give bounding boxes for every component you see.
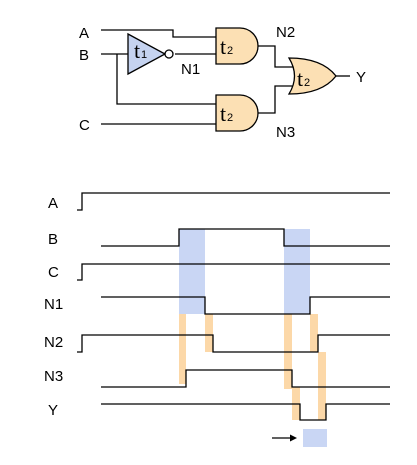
- circuit-schematic: A B C t 1 t 2 t 2 t 2 N1 N2 N3 Y: [79, 24, 366, 141]
- signal-label-a: A: [48, 195, 58, 212]
- waveform-b: [101, 228, 390, 247]
- or-gate: [287, 57, 337, 95]
- or-gate-label: t: [297, 66, 303, 91]
- wire-b-branch: [116, 54, 216, 105]
- waveform-c: [77, 263, 390, 281]
- signal-label-n2: N2: [44, 334, 63, 351]
- signal-label-y: Y: [48, 402, 58, 419]
- input-label-b: B: [79, 47, 89, 64]
- and-gate-top-subscript: 2: [227, 45, 233, 57]
- timing-waveforms: A B C N1 N2 N3 Y: [44, 192, 390, 447]
- waveform-a: [77, 192, 390, 211]
- node-label-n2: N2: [276, 24, 295, 41]
- input-label-c: C: [79, 117, 90, 134]
- not-gate-label: t: [134, 38, 140, 63]
- and-gate-bottom-subscript: 2: [227, 112, 233, 124]
- and-gate-bottom-label: t: [220, 101, 226, 126]
- waveform-n1: [101, 296, 390, 315]
- input-label-a: A: [79, 25, 89, 42]
- delay-band-t2-1: [179, 314, 186, 384]
- delay-band-t2-5: [310, 314, 318, 352]
- wire-n3: [258, 85, 294, 114]
- delay-band-t2-2: [205, 314, 213, 352]
- not-gate: [127, 32, 167, 76]
- signal-label-b: B: [48, 231, 58, 248]
- or-gate-subscript: 2: [304, 77, 310, 89]
- delay-band-t1-output: [303, 429, 327, 447]
- signal-label-n1: N1: [44, 296, 63, 313]
- signal-label-c: C: [48, 264, 59, 281]
- waveform-y: [101, 403, 390, 421]
- node-label-n1: N1: [181, 61, 200, 78]
- signal-label-n3: N3: [44, 368, 63, 385]
- wire-n2: [258, 45, 294, 68]
- node-label-n3: N3: [276, 124, 295, 141]
- and-gate-top: [215, 27, 259, 65]
- waveform-n2: [77, 334, 390, 353]
- delay-band-t1-1: [179, 229, 205, 314]
- wire-a: [101, 29, 216, 38]
- inverter-bubble: [164, 49, 174, 59]
- waveform-n3: [101, 369, 390, 388]
- and-gate-top-label: t: [220, 34, 226, 59]
- not-gate-subscript: 1: [141, 49, 147, 61]
- and-gate-bottom: [215, 94, 259, 132]
- delay-band-t1-2: [284, 229, 310, 314]
- delay-arrow-head: [290, 434, 297, 442]
- output-label-y: Y: [356, 69, 366, 86]
- delay-band-t2-6: [318, 352, 326, 420]
